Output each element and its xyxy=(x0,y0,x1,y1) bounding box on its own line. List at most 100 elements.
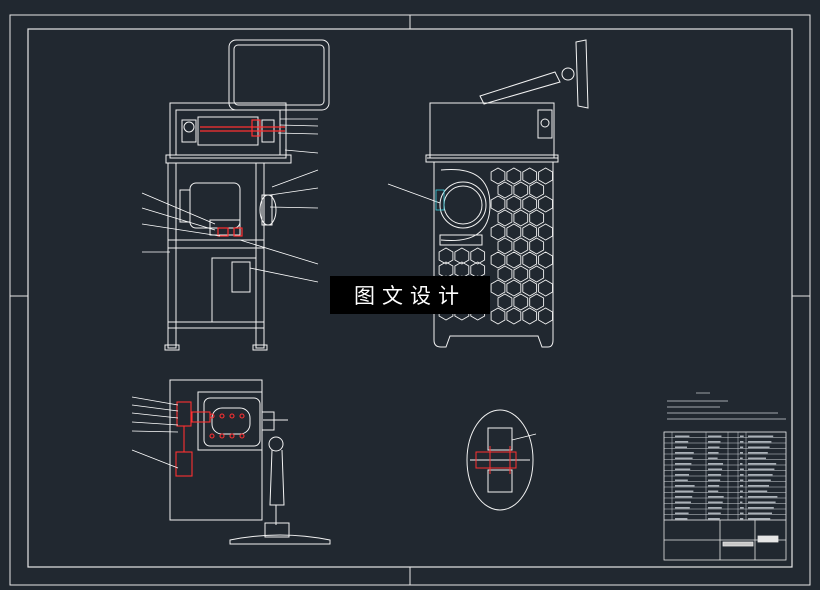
bom-cell-text xyxy=(748,441,772,443)
hex-vent-cell xyxy=(529,209,545,227)
bom-cell-text xyxy=(675,441,689,443)
bom-cell-text xyxy=(675,463,692,465)
front-view-leader-lines xyxy=(141,118,319,283)
bom-cell-text xyxy=(675,518,688,520)
front-view-shaft-highlight xyxy=(200,119,285,237)
bom-cell-text xyxy=(708,479,721,482)
bom-cell-text xyxy=(708,446,720,449)
hex-vent-cell xyxy=(529,293,545,311)
top-view-highlights xyxy=(175,401,245,477)
bom-cell-text xyxy=(740,452,743,454)
bom-cell-text xyxy=(748,485,769,487)
bom-cell-text xyxy=(675,512,689,515)
hex-vent-cell xyxy=(522,307,538,325)
bom-cell-text xyxy=(748,457,766,460)
detail-view-ellipse xyxy=(466,409,534,511)
hex-vent-cell xyxy=(522,223,538,241)
bom-cell-text xyxy=(740,496,743,498)
hex-vent-cell xyxy=(497,293,513,311)
hex-vent-cell xyxy=(490,223,506,241)
bom-cell-text xyxy=(675,501,691,504)
hex-vent-cell xyxy=(538,167,553,185)
bom-cell-text xyxy=(675,435,690,438)
hex-vent-cell xyxy=(506,251,522,269)
bom-cell-text xyxy=(708,490,719,493)
bom-cell-text xyxy=(748,501,776,504)
bom-cell-text xyxy=(675,490,694,493)
top-view-assembly xyxy=(169,379,331,545)
hex-vent-cell xyxy=(506,195,522,213)
bom-cell-text xyxy=(740,518,744,520)
bom-cell-text xyxy=(748,446,770,449)
hex-vent-cell xyxy=(538,223,553,241)
bom-cell-text xyxy=(708,485,720,487)
bom-cell-text xyxy=(740,479,744,482)
bom-cell-text xyxy=(748,474,773,476)
bom-cell-text xyxy=(740,490,743,493)
hex-vent-cell xyxy=(529,265,545,283)
bom-cell-text xyxy=(740,485,744,487)
bom-cell-text xyxy=(740,457,743,460)
bom-cell-text xyxy=(675,474,689,476)
hex-vent-cell xyxy=(513,237,529,255)
bom-cell-text xyxy=(708,518,720,520)
technical-notes-lines xyxy=(667,392,786,420)
bom-cell-text xyxy=(708,457,718,460)
detail-view-leader xyxy=(511,433,537,441)
hex-vent-cell xyxy=(506,279,522,297)
detail-view-highlight xyxy=(475,446,517,474)
hex-vent-cell xyxy=(513,181,529,199)
hex-vent-cell xyxy=(497,237,513,255)
bom-cell-text xyxy=(708,468,723,471)
hex-vent-cell xyxy=(454,247,470,265)
hex-vent-cell xyxy=(454,261,470,279)
hex-vent-cell xyxy=(438,261,454,279)
bom-cell-text xyxy=(748,512,772,515)
bom-cell-text xyxy=(748,452,768,454)
hex-vent-cell xyxy=(522,251,538,269)
bom-cell-text xyxy=(675,496,693,498)
hex-vent-cell xyxy=(490,195,506,213)
bom-cell-text xyxy=(675,507,690,509)
top-view-leader-lines xyxy=(131,396,179,469)
hex-vent-cell xyxy=(490,167,506,185)
bom-cell-text xyxy=(708,474,722,476)
hex-vent-cell xyxy=(513,265,529,283)
hex-vent-cell xyxy=(529,181,545,199)
bom-cell-text xyxy=(708,501,723,504)
bom-cell-text xyxy=(740,474,744,476)
hex-vent-cell xyxy=(538,307,553,325)
front-view-frame-assembly xyxy=(164,39,330,351)
bom-cell-text xyxy=(748,463,777,465)
hex-vent-cell xyxy=(470,247,486,265)
hex-vent-cell xyxy=(490,279,506,297)
hex-vent-cell xyxy=(506,307,522,325)
hex-vent-cell xyxy=(497,181,513,199)
drawing-frame xyxy=(9,14,811,586)
hex-vent-cell xyxy=(506,223,522,241)
bom-cell-text xyxy=(675,479,688,482)
bom-cell-text xyxy=(708,463,724,465)
bom-cell-text xyxy=(708,435,722,438)
bom-cell-text xyxy=(748,435,774,438)
bom-cell-text xyxy=(708,441,721,443)
bom-cell-text xyxy=(740,463,743,465)
hex-vent-cell xyxy=(538,279,553,297)
bom-cell-text xyxy=(708,507,722,509)
bom-cell-text xyxy=(748,490,768,493)
hex-vent-cell xyxy=(522,195,538,213)
hex-vent-cell xyxy=(490,307,506,325)
bom-cell-text xyxy=(708,512,721,515)
bom-cell-text xyxy=(740,468,744,471)
bom-cell-text xyxy=(748,507,774,509)
bom-cell-text xyxy=(740,512,744,515)
bom-cell-text xyxy=(740,507,744,509)
hex-vent-cell xyxy=(438,247,454,265)
hex-vent-cell xyxy=(497,209,513,227)
bom-cell-text xyxy=(740,446,744,449)
hex-vent-cell xyxy=(513,293,529,311)
bom-cell-text xyxy=(740,435,744,438)
hex-vent-cell xyxy=(470,261,486,279)
bom-cell-text xyxy=(708,452,719,454)
bom-cell-text xyxy=(675,457,693,460)
